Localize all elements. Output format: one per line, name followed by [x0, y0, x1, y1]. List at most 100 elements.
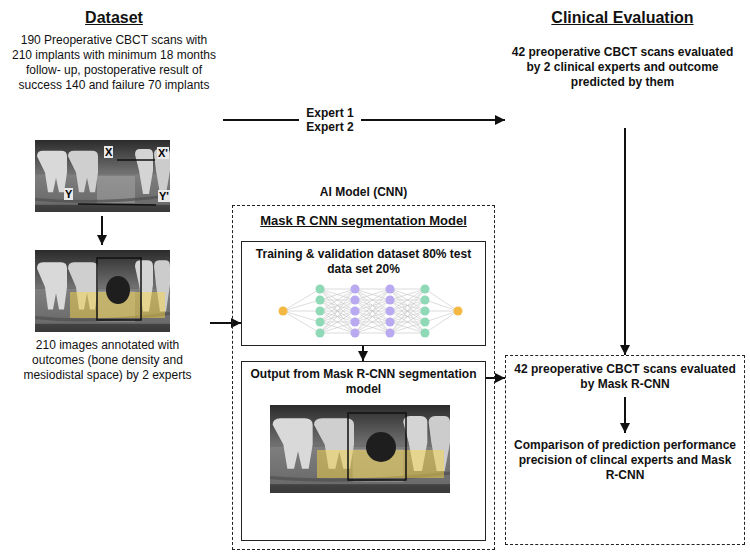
network-neuron [316, 318, 325, 327]
network-link [355, 322, 390, 333]
network-link [283, 311, 320, 333]
clinical-evaluation-block: Clinical Evaluation 42 preoperative CBCT … [505, 6, 740, 128]
box-text: Output from Mask R-CNN segmentation mode… [248, 367, 479, 397]
annotated-images-block: 210 images annotated with outcomes (bone… [5, 245, 210, 405]
network-link [425, 311, 458, 312]
network-neuron [421, 296, 430, 305]
measure-point-label: Y [64, 188, 73, 200]
flow-arrow [101, 216, 103, 245]
network-neuron [351, 296, 360, 305]
network-link [390, 289, 425, 311]
model-title: Mask R CNN segmentation Model [239, 213, 488, 229]
network-link [355, 289, 390, 322]
network-neuron [386, 285, 395, 294]
network-neuron [454, 307, 463, 316]
network-link [320, 289, 355, 311]
result-text: Comparison of prediction performance pre… [512, 438, 738, 483]
network-link [390, 289, 425, 311]
network-link [355, 300, 390, 333]
network-link [283, 300, 320, 311]
section-heading: Dataset [11, 8, 217, 27]
network-neuron [351, 329, 360, 338]
network-neuron [386, 329, 395, 338]
network-link [355, 300, 390, 333]
network-link [320, 289, 355, 290]
network-link [320, 311, 355, 333]
network-link [320, 300, 355, 333]
comparison-group: 42 preoperative CBCT scans evaluated by … [505, 355, 745, 545]
description-text: 42 preoperative CBCT scans evaluated by … [511, 45, 734, 90]
network-neuron [316, 329, 325, 338]
network-link [425, 289, 458, 311]
annotated-image [35, 250, 170, 332]
network-link [320, 311, 355, 333]
network-link [390, 289, 425, 290]
network-neuron [279, 307, 288, 316]
section-heading: Clinical Evaluation [511, 8, 734, 27]
network-link [320, 289, 355, 300]
network-link [355, 289, 390, 333]
network-link [283, 289, 320, 311]
network-link [390, 322, 425, 333]
flow-arrow [223, 119, 505, 121]
network-link [390, 289, 425, 322]
network-link [283, 311, 320, 322]
flow-arrow [362, 346, 364, 361]
ai-model-group: AI Model (CNN)Mask R CNN segmentation Mo… [232, 205, 495, 550]
network-link [390, 322, 425, 333]
network-link [355, 289, 390, 300]
network-neuron [421, 307, 430, 316]
output-image [270, 405, 450, 493]
network-link [355, 289, 390, 311]
network-link [355, 289, 390, 290]
network-link [320, 289, 355, 311]
network-neuron [421, 329, 430, 338]
network-link [390, 289, 425, 333]
network-link [390, 311, 425, 333]
measure-point-label: X' [157, 147, 169, 159]
network-neuron [316, 285, 325, 294]
flow-arrow [210, 322, 241, 324]
output-box: Output from Mask R-CNN segmentation mode… [241, 361, 486, 541]
cbct-image [35, 140, 170, 212]
network-link [355, 289, 390, 333]
description-text: 210 images annotated with outcomes (bone… [11, 338, 204, 383]
network-link [390, 333, 425, 334]
network-neuron [386, 296, 395, 305]
network-link [425, 311, 458, 333]
network-neuron [351, 318, 360, 327]
network-neuron [351, 307, 360, 316]
flow-arrow [624, 397, 626, 433]
description-text: 190 Preoperative CBCT scans with 210 imp… [11, 33, 217, 93]
measure-line [78, 204, 156, 205]
network-link [320, 322, 355, 333]
network-link [425, 311, 458, 322]
network-neuron [351, 285, 360, 294]
network-link [320, 333, 355, 334]
network-link [390, 289, 425, 300]
training-box: Training & validation dataset 80% test d… [241, 241, 486, 346]
network-link [320, 322, 355, 333]
network-link [320, 289, 355, 322]
network-link [390, 289, 425, 322]
network-link [425, 300, 458, 311]
network-link [355, 311, 390, 333]
flow-arrow [486, 377, 505, 379]
network-link [390, 300, 425, 333]
network-link [355, 333, 390, 334]
edge-label: Expert 1 Expert 2 [299, 105, 361, 135]
neural-network-icon [279, 285, 463, 338]
network-neuron [421, 318, 430, 327]
network-link [390, 289, 425, 300]
dataset-block: Dataset 190 Preoperative CBCT scans with … [5, 6, 223, 216]
result-text: 42 preoperative CBCT scans evaluated by … [512, 362, 738, 392]
mesiodistal-box [348, 413, 406, 480]
box-text: Training & validation dataset 80% test d… [248, 247, 479, 277]
network-neuron [386, 318, 395, 327]
network-link [320, 289, 355, 300]
group-heading: AI Model (CNN) [239, 185, 488, 199]
network-link [390, 311, 425, 333]
network-link [355, 289, 390, 322]
